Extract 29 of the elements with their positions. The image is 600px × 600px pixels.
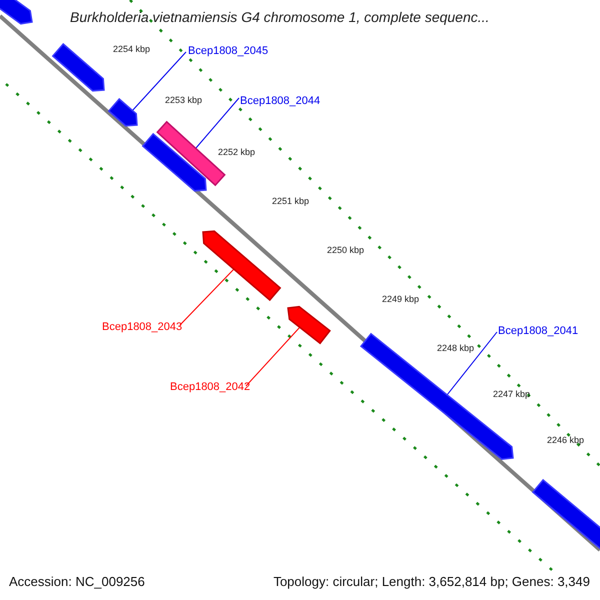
gene-feature (52, 42, 105, 92)
gene-feature (142, 132, 207, 192)
leader-line (246, 326, 300, 386)
tick-label: 2251 kbp (272, 197, 310, 207)
summary-text: Topology: circular; Length: 3,652,814 bp; Genes: 3,349 (273, 575, 590, 590)
tick-label: 2250 kbp (327, 246, 364, 256)
tick-label: 2246 kbp (547, 436, 584, 446)
tick-label: 2253 kbp (165, 96, 202, 106)
gene-feature (202, 230, 282, 302)
gene-label: Bcep1808_2045 (188, 45, 268, 58)
gene-feature (108, 98, 138, 127)
gene-feature (532, 478, 600, 550)
leader-line (132, 52, 186, 112)
gene-label: Bcep1808_2042 (170, 381, 250, 394)
leader-line (196, 98, 240, 148)
tick-label: 2252 kbp (218, 148, 256, 158)
leader-line (446, 332, 498, 396)
leader-line (180, 268, 234, 326)
tick-label: 2249 kbp (382, 295, 420, 305)
gene-feature (287, 306, 331, 344)
gene-label: Bcep1808_2041 (498, 325, 578, 338)
gene-label: Bcep1808_2043 (102, 321, 182, 334)
gene-label: Bcep1808_2044 (240, 95, 320, 108)
accession-text: Accession: NC_009256 (9, 575, 145, 590)
tick-label: 2247 kbp (493, 390, 530, 400)
tick-label: 2254 kbp (113, 45, 150, 55)
title: Burkholderia vietnamiensis G4 chromosome 1, complete sequenc... (70, 10, 490, 26)
gene-feature (0, 0, 33, 25)
tick-label: 2248 kbp (437, 344, 474, 354)
